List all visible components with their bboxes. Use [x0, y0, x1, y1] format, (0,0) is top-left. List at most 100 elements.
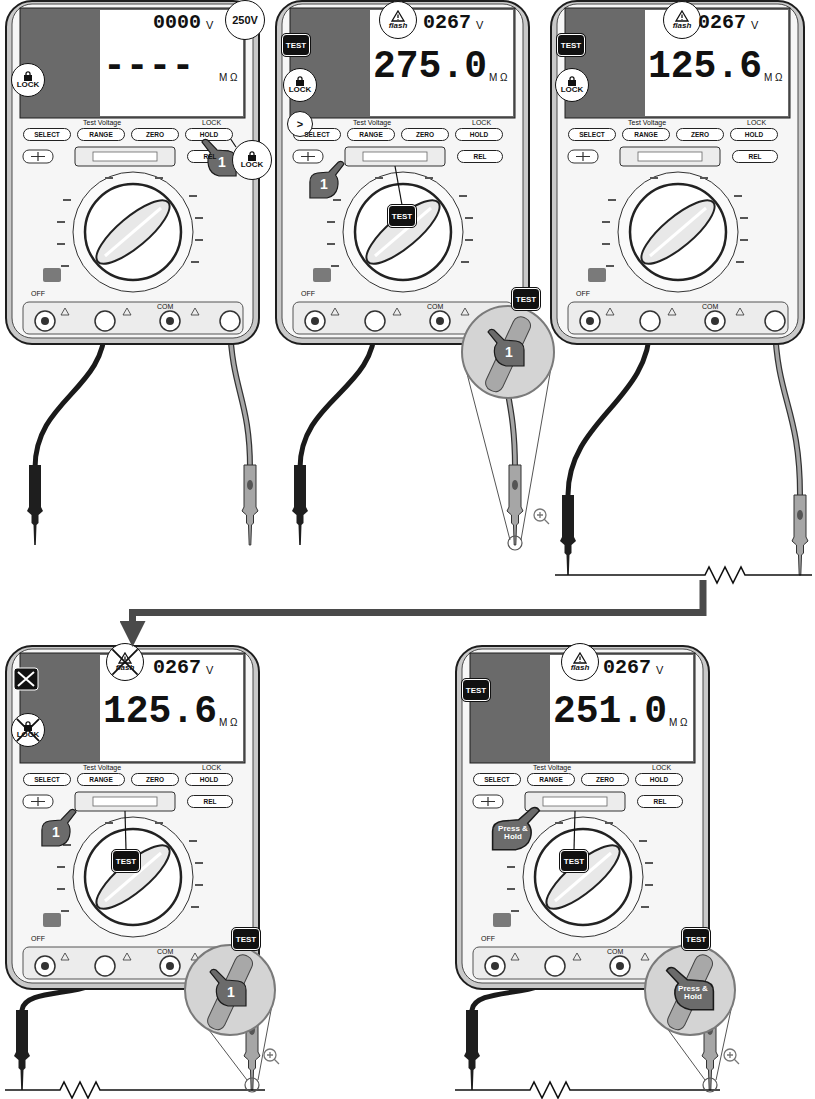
warning-mark — [397, 15, 398, 21]
black-lead — [568, 326, 650, 495]
badge-text: TEST — [561, 41, 581, 50]
meter-reading: Test Voltage — [83, 764, 121, 771]
meter-reading: 125.6 — [648, 48, 762, 86]
meter-body — [551, 1, 804, 344]
meter-button: SELECT — [473, 773, 521, 786]
warning-icon — [391, 10, 405, 22]
button-label: REL — [204, 798, 217, 805]
meter-reading: 0267 — [423, 13, 471, 33]
badge-text: TEST — [466, 686, 486, 695]
meter-button: SELECT — [23, 773, 71, 786]
resistor-symbol — [555, 567, 812, 583]
warning-triangle — [574, 653, 586, 663]
button-label: ZERO — [146, 776, 164, 783]
test-badge: TEST — [232, 928, 260, 950]
test-probe — [507, 465, 523, 545]
test-probe — [27, 465, 43, 545]
cross-lines — [17, 719, 39, 741]
callout-text: flash — [571, 664, 590, 672]
meter-button: REL — [187, 795, 233, 808]
grey-lead — [230, 326, 250, 468]
callout-text: LOCK — [17, 81, 40, 89]
meter-button: SELECT — [23, 128, 71, 141]
cross-out — [107, 644, 143, 680]
button-label: RANGE — [89, 776, 112, 783]
callout-text: LOCK — [561, 86, 584, 94]
button-label: HOLD — [650, 776, 668, 783]
button-label: ZERO — [416, 131, 434, 138]
badge-text: TEST — [236, 935, 256, 944]
lock-icon — [294, 76, 306, 86]
test-badge: TEST — [512, 288, 540, 310]
button-label: HOLD — [470, 131, 488, 138]
badge-text: TEST — [286, 41, 306, 50]
black-lead — [35, 326, 105, 468]
lock-shackle — [570, 77, 574, 80]
finger-hand: 1 — [208, 968, 248, 1008]
meter-reading: 0267 — [698, 13, 746, 33]
grey-lead — [775, 326, 800, 495]
test-badge: TEST — [112, 850, 140, 872]
meter-button: SELECT — [568, 128, 616, 141]
meter-reading: LOCK — [202, 119, 221, 126]
meter-button: REL — [457, 150, 503, 163]
meter-reading: LOCK — [652, 764, 671, 771]
badge-text: TEST — [516, 295, 536, 304]
finger-number: Press & Hold — [676, 985, 710, 1002]
warning-triangle — [676, 11, 688, 21]
test-probe — [792, 495, 808, 575]
black-lead — [300, 326, 375, 468]
resistor-symbol — [5, 1082, 265, 1098]
meter-button: HOLD — [455, 128, 503, 141]
zoom-circle — [645, 945, 735, 1035]
callout-circle: LOCK — [11, 63, 45, 97]
leader-line — [228, 135, 236, 147]
zoom-circle — [462, 306, 554, 398]
meter-button: HOLD — [185, 128, 233, 141]
meter-reading: 125.6 — [103, 693, 217, 731]
meter-button: RANGE — [347, 128, 395, 141]
button-label: ZERO — [691, 131, 709, 138]
test-badge: TEST — [462, 679, 490, 701]
callout-circle: LOCK — [232, 140, 272, 180]
button-label: SELECT — [34, 131, 60, 138]
button-label: ZERO — [146, 131, 164, 138]
finger-number: 1 — [320, 177, 328, 192]
badge-text: TEST — [686, 935, 706, 944]
meter-reading: Test Voltage — [628, 119, 666, 126]
grey-lead — [230, 326, 250, 468]
button-label: RANGE — [89, 131, 112, 138]
crossed-badge — [14, 668, 38, 690]
meter-reading: M Ω — [669, 718, 688, 728]
test-probe — [242, 465, 258, 545]
callout-text: flash — [673, 22, 692, 30]
hand-outline — [210, 969, 246, 1006]
meter-button: ZERO — [131, 128, 179, 141]
test-badge: TEST — [682, 928, 710, 950]
lock-icon — [246, 151, 258, 161]
finger-hand: 1 — [40, 808, 78, 848]
cross-out — [12, 714, 44, 746]
meter-body — [456, 646, 709, 989]
magnifier-icons — [264, 509, 739, 1064]
test-probe — [14, 1010, 30, 1090]
resistor-symbol — [455, 1082, 720, 1098]
meter-reading: M Ω — [219, 73, 238, 83]
lock-shackle — [26, 722, 30, 725]
meter-button: ZERO — [676, 128, 724, 141]
meter-reading: COM — [157, 948, 173, 955]
meter-body — [276, 1, 529, 344]
meter-reading: COM — [702, 303, 718, 310]
meter-reading: OFF — [576, 290, 590, 297]
callout-circle: > — [287, 111, 313, 137]
callout-circle: flash — [561, 643, 599, 681]
button-label: RANGE — [634, 131, 657, 138]
callout-circle: LOCK — [555, 68, 589, 102]
lock-shackle — [250, 152, 254, 155]
resistor-symbols — [5, 567, 812, 1098]
lock-shackle — [26, 72, 30, 75]
button-label: RANGE — [359, 131, 382, 138]
meter-reading: Test Voltage — [353, 119, 391, 126]
hand-outline — [667, 968, 714, 1010]
leader-lines — [125, 135, 575, 850]
